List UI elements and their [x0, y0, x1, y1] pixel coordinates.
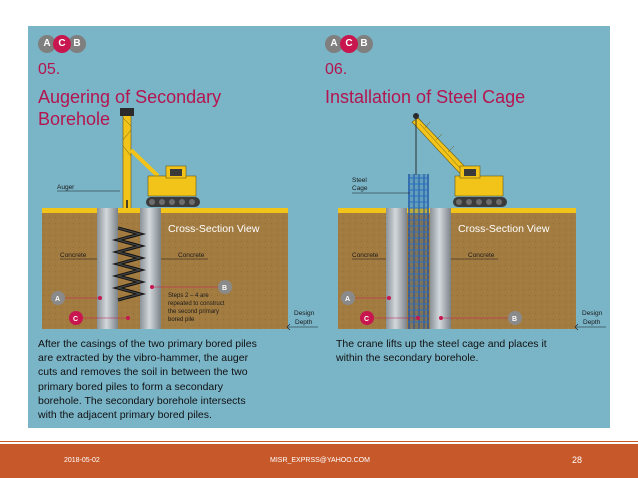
footer-bar: 2018-05-02 MISR_EXPRSS@YAHOO.COM 28: [0, 441, 638, 478]
marker-a-label: A: [55, 296, 60, 303]
marker-c: [360, 311, 374, 325]
auger-label: Auger: [57, 184, 75, 191]
design-depth-label-2: Depth: [295, 319, 313, 326]
footer-email: MISR_EXPRSS@YAHOO.COM: [270, 457, 370, 464]
steel-cage-icon: [408, 174, 429, 329]
primary-pile-a: [97, 208, 118, 329]
left-pile-badge: A C B: [38, 35, 86, 53]
right-description-line: within the secondary borehole.: [336, 352, 479, 365]
right-step-number: 06.: [325, 61, 348, 78]
marker-b: [508, 311, 522, 325]
marker-b-label: B: [512, 316, 517, 323]
badge-c: C: [53, 35, 71, 53]
concrete-label-left: Concrete: [60, 252, 87, 259]
right-title: Installation of Steel Cage: [325, 87, 526, 107]
concrete-label-left: Concrete: [352, 252, 379, 259]
left-title: Augering of Secondary Borehole: [38, 86, 221, 130]
auger-icon: [111, 226, 147, 302]
footer-date: 2018-05-02: [64, 457, 100, 464]
footer-rule: [0, 441, 638, 442]
marker-c: [69, 311, 83, 325]
badge-b: B: [68, 35, 86, 53]
badge-a: A: [38, 35, 56, 53]
steps-note-3: the second primary: [168, 309, 219, 315]
left-description-line: borehole. The secondary borehole interse…: [38, 394, 246, 407]
left-description-line: After the casings of the two primary bor…: [38, 338, 257, 350]
marker-a-label: A: [345, 296, 350, 303]
cross-section-label: Cross-Section View: [458, 223, 550, 235]
marker-b: [218, 280, 232, 294]
right-pile-badge: A C B: [325, 35, 373, 53]
crane-icon: [411, 113, 507, 207]
marker-b-label: B: [222, 285, 227, 292]
ground-surface: [42, 208, 288, 213]
design-depth-label-1: Design: [294, 310, 315, 317]
left-description-line: are extracted by the vibro-hammer, the a…: [38, 352, 249, 365]
steps-note-4: bored pile: [168, 317, 195, 323]
design-depth-label-1: Design: [582, 310, 603, 317]
badge-b: B: [355, 35, 373, 53]
marker-a: [341, 291, 355, 305]
soil-block: [42, 213, 288, 329]
left-title-line2: Borehole: [38, 109, 111, 129]
badge-c: C: [340, 35, 358, 53]
design-depth-label-2: Depth: [583, 319, 601, 326]
left-description-line: cuts and removes the soil in between the…: [38, 366, 248, 379]
auger-rig-icon: [120, 108, 200, 300]
steel-cage-label-2: Cage: [352, 185, 368, 192]
left-description-line: primary bored piles to form a secondary: [38, 380, 223, 393]
right-section-diagram: Cross-Section View Steel Cage Concrete C…: [338, 113, 606, 331]
concrete-label-right: Concrete: [178, 252, 205, 259]
footer-page-number: 28: [572, 455, 583, 465]
left-description: After the casings of the two primary bor…: [38, 337, 296, 422]
badge-a: A: [325, 35, 343, 53]
left-description-line: with the adjacent primary bored piles.: [38, 409, 212, 422]
left-section-diagram: Cross-Section View Concrete Concrete Aug…: [42, 108, 318, 331]
left-step-number: 05.: [38, 61, 61, 78]
steps-note-1: Steps 2 – 4 are: [168, 293, 209, 299]
marker-c-label: C: [364, 316, 369, 323]
steps-note-2: repeated to construct: [168, 301, 225, 307]
primary-pile-b: [430, 208, 451, 329]
cross-section-label: Cross-Section View: [168, 223, 260, 235]
right-description-line: The crane lifts up the steel cage and pl…: [336, 338, 547, 350]
left-title-line1: Augering of Secondary: [38, 87, 222, 107]
steel-cage-label-1: Steel: [352, 177, 367, 184]
primary-pile-b: [140, 208, 161, 329]
ground-surface: [338, 208, 576, 213]
concrete-label-right: Concrete: [468, 252, 495, 259]
primary-pile-a: [386, 208, 407, 329]
right-description: The crane lifts up the steel cage and pl…: [336, 337, 586, 365]
soil-block: [338, 213, 576, 329]
marker-c-label: C: [73, 316, 78, 323]
marker-a: [51, 291, 65, 305]
